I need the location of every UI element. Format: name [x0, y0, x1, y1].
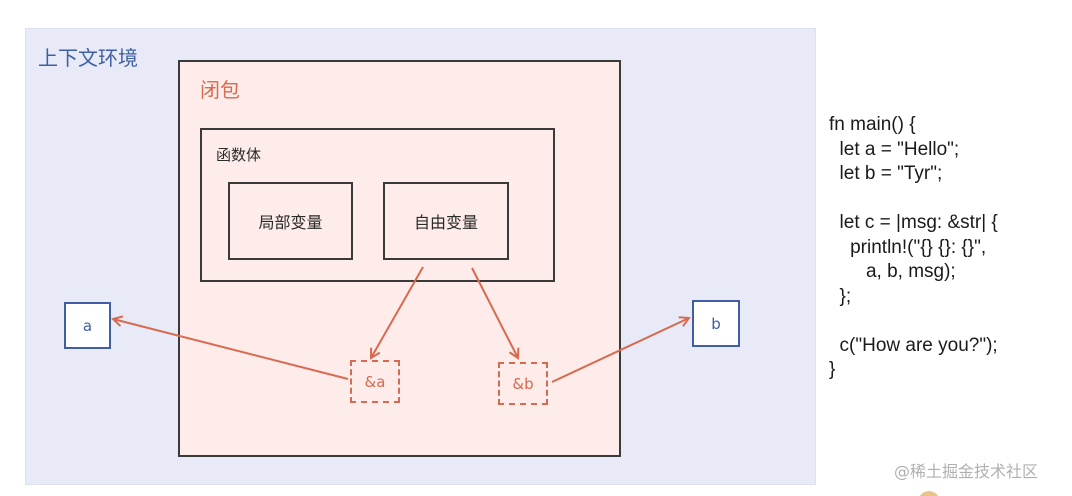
code-line: } — [829, 359, 836, 380]
code-line: fn main() { — [829, 114, 916, 135]
outer-var-b-box: b — [692, 300, 740, 347]
code-line: let b = "Tyr"; — [829, 163, 943, 184]
watermark-text: @稀土掘金技术社区 — [894, 462, 1039, 481]
code-line: }; — [829, 285, 852, 307]
ref-a-box: &a — [350, 360, 400, 403]
context-title: 上下文环境 — [38, 46, 138, 70]
code-line: let c = |msg: &str| { — [829, 212, 998, 233]
function-body-title: 函数体 — [216, 146, 262, 164]
code-line — [829, 187, 998, 212]
local-variables-box: 局部变量 — [228, 182, 353, 260]
code-line: c("How are you?"); — [829, 334, 998, 356]
code-line: a, b, msg); — [829, 261, 956, 282]
code-line: println!("{} {}: {}", — [829, 236, 987, 258]
ref-b-box: &b — [498, 362, 548, 405]
code-block: fn main() { let a = "Hello"; let b = "Ty… — [829, 113, 998, 383]
code-line — [829, 309, 998, 334]
code-line: let a = "Hello"; — [829, 138, 960, 160]
free-variables-box: 自由变量 — [383, 182, 509, 260]
outer-var-a-box: a — [64, 302, 111, 349]
watermark-badge-icon — [918, 491, 940, 496]
closure-title: 闭包 — [200, 78, 240, 102]
